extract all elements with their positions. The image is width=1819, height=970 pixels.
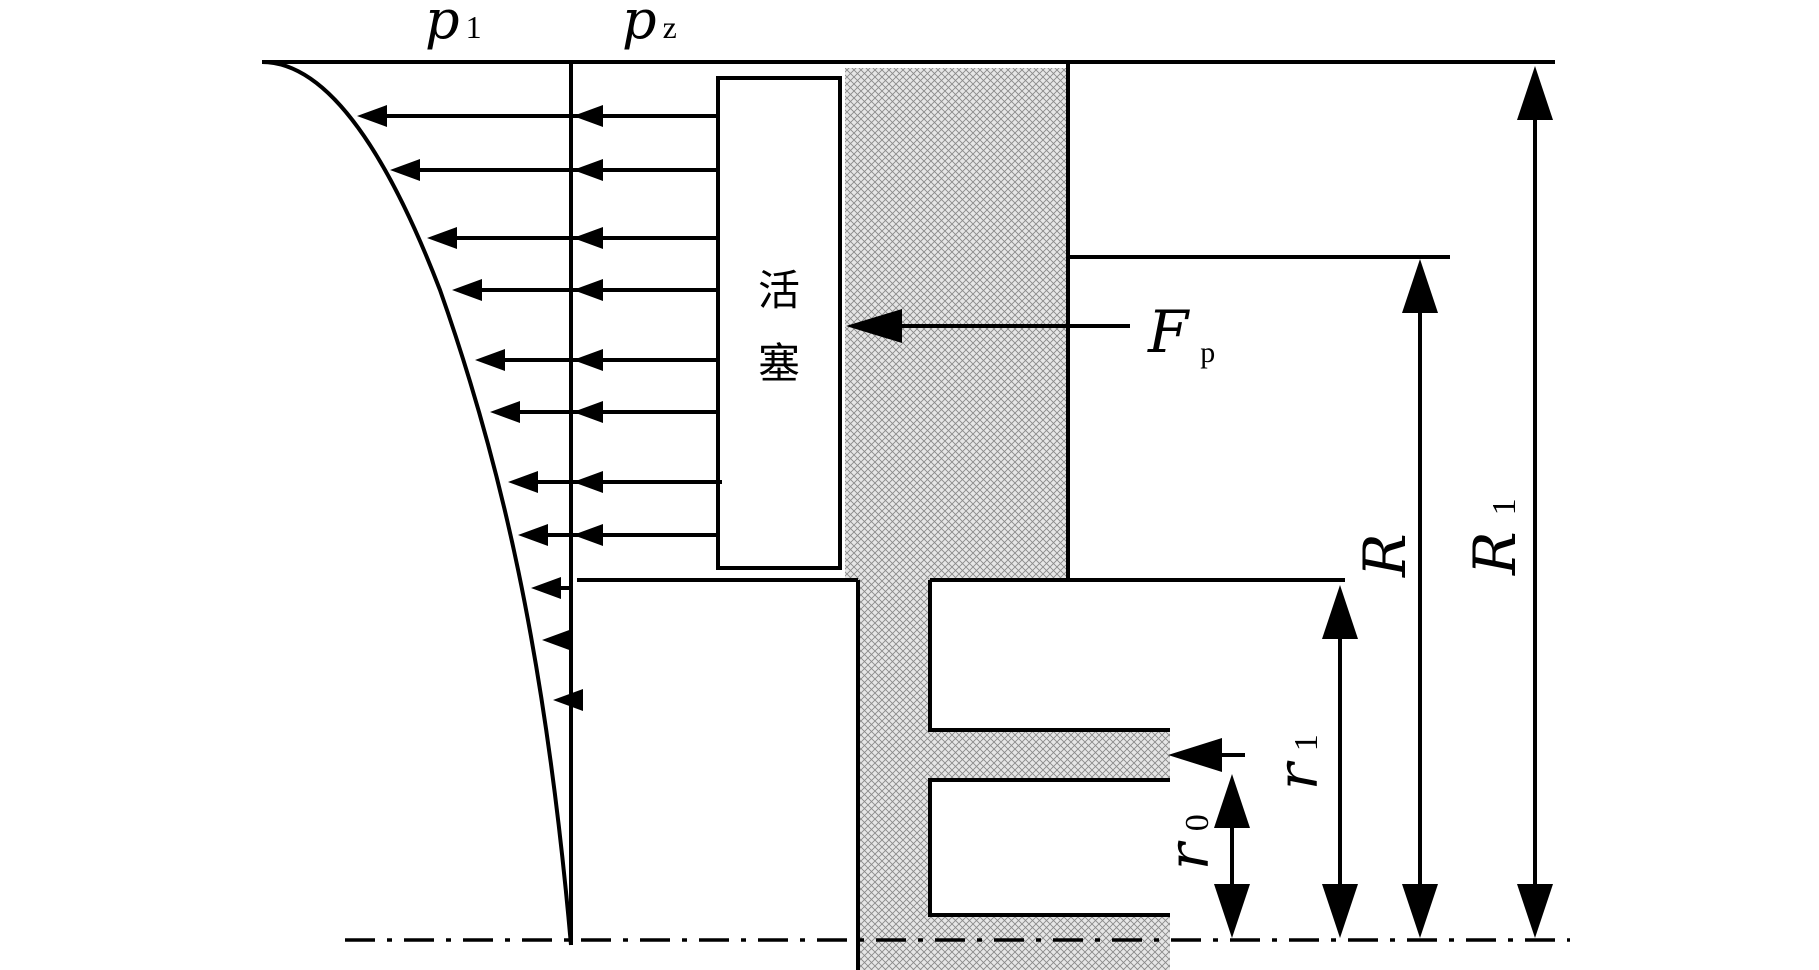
piston-label-line2: 塞 — [758, 339, 800, 388]
pressure-arrow-head-pz — [573, 227, 603, 249]
r0-label: r0 — [1157, 814, 1222, 870]
r1-label: r1 — [1266, 734, 1331, 790]
pressure-arrow-head-p1 — [357, 105, 387, 127]
r1-arrow-top — [1322, 585, 1358, 639]
p1-pressure-curve — [261, 60, 573, 946]
pressure-arrow-head-pz — [573, 471, 603, 493]
pressure-arrow-head-pz — [573, 401, 603, 423]
fp-arrow-head — [846, 309, 902, 343]
pressure-arrow-head-p1 — [542, 629, 572, 651]
pressure-arrow-head-p1 — [452, 279, 482, 301]
r0-arrow-bottom — [1214, 884, 1250, 938]
r1-label-main: r — [1266, 760, 1331, 790]
r0-label-main: r — [1157, 840, 1222, 870]
pressure-arrow-head-pz — [573, 279, 603, 301]
piston-label-line1: 活 — [758, 266, 800, 315]
pressure-arrow-head-p1 — [553, 689, 583, 711]
r0-arrow-top — [1214, 774, 1250, 828]
R1-arrow-bottom — [1517, 884, 1553, 938]
pressure-arrow-head-p1 — [390, 159, 420, 181]
hatched-seal-region — [845, 68, 1170, 970]
pressure-arrow-head-p1 — [475, 349, 505, 371]
pressure-arrow-head-pz — [573, 524, 603, 546]
r1-pointer-head — [1168, 738, 1222, 772]
pressure-arrow-head-p1 — [518, 524, 548, 546]
p1-label-main: p — [425, 0, 460, 51]
pz-label-sub: z — [663, 9, 677, 45]
pressure-arrow-head-p1 — [427, 227, 457, 249]
R-arrow-bottom — [1402, 884, 1438, 938]
pressure-arrow-head-pz — [573, 159, 603, 181]
pressure-arrow-head-p1 — [490, 401, 520, 423]
pressure-arrow-head-p1 — [508, 471, 538, 493]
R1-label-sub: 1 — [1486, 498, 1523, 515]
pressure-arrows — [357, 105, 722, 711]
pressure-arrow-head-p1 — [531, 577, 561, 599]
fp-label-sub: p — [1200, 336, 1215, 369]
fp-label-main: F — [1147, 298, 1190, 366]
r0-label-sub: 0 — [1179, 814, 1216, 831]
pz-label-main: p — [622, 0, 657, 51]
R-arrow-top — [1402, 259, 1438, 313]
p1-label-sub: 1 — [466, 9, 482, 45]
r1-label-sub: 1 — [1288, 734, 1325, 751]
groove-outline — [928, 580, 1170, 917]
pressure-arrow-head-pz — [573, 349, 603, 371]
pressure-arrow-head-pz — [573, 105, 603, 127]
R1-label-main: R — [1461, 531, 1529, 576]
piston-box — [716, 76, 842, 570]
R1-arrow-top — [1517, 66, 1553, 120]
R-label: R — [1351, 533, 1419, 578]
R1-label: R1 — [1461, 498, 1529, 576]
r1-arrow-bottom — [1322, 884, 1358, 938]
